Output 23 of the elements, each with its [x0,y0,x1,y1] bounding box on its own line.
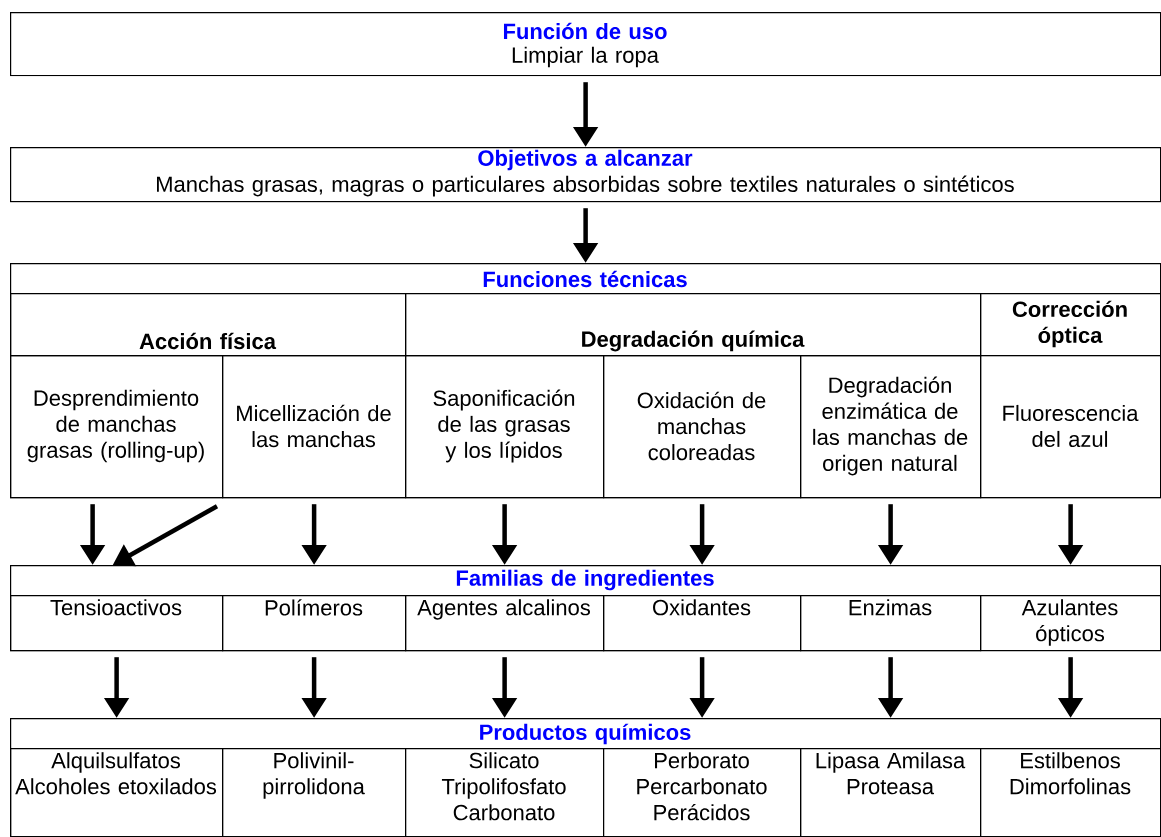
titled-box: Función de uso Limpiar la ropa [10,12,1161,77]
table-cell: Fluorescencia del azul [980,355,1161,499]
heading-cell: Corrección óptica [980,293,1161,357]
table-cell: Oxidantes [603,595,802,652]
titled-box: Objetivos a alcanzar Manchas grasas, magras o particulares absorbidas sobre textiles naturales o sintéticos [10,147,1161,203]
table-cell: Oxidación de manchas coloreadas [603,355,802,499]
table-cell: Silicato Tripolifosfato Carbonato [405,748,605,837]
table-cell: Desprendimiento de manchas grasas (rolling-up) [10,355,224,499]
heading-cell: Acción física [10,293,407,357]
table-cell: Lipasa Amilasa Proteasa [800,748,982,837]
heading-cell: Degradación química [405,293,982,357]
table-cell: Polivinil-pirrolidona [222,748,407,837]
table-cell: Azulantes ópticos [980,595,1161,652]
table-cell: Perborato Percarbonato Perácidos [603,748,802,837]
table-cell: Polímeros [222,595,407,652]
table-cell: Estilbenos Dimorfolinas [980,748,1161,837]
table-cell: Micellización de las manchas [222,355,407,499]
table-cell: Saponificación de las grasas y los lípidos [405,355,605,499]
table-cell: Tensioactivos [10,595,224,652]
table-cell: Agentes alcalinos [405,595,605,652]
table-cell: Alquilsulfatos Alcoholes etoxilados [10,748,224,837]
table-cell: Degradación enzimática de las manchas de origen natural [800,355,982,499]
table-cell: Enzimas [800,595,982,652]
